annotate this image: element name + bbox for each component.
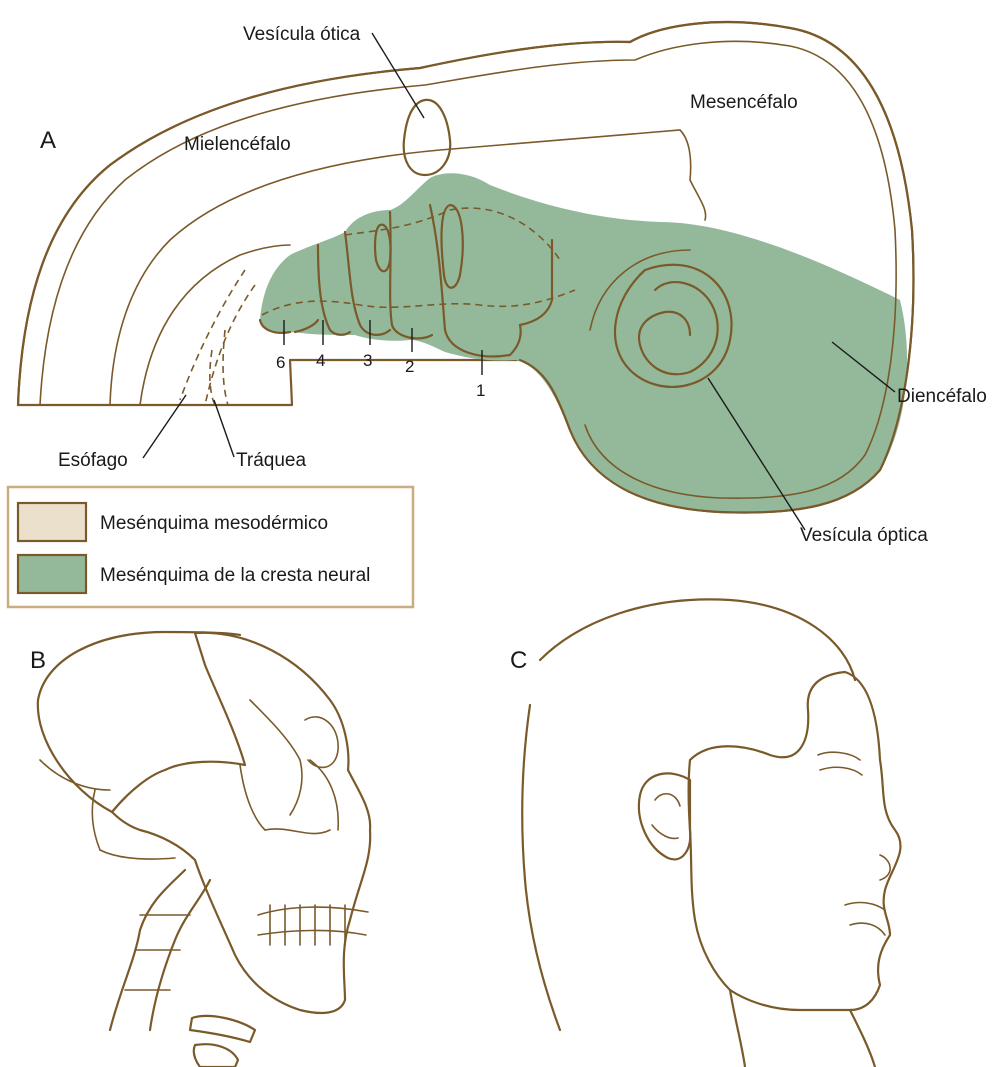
- face-neural-crest-region: [689, 672, 901, 1010]
- label-optic-vesicle: Vesícula óptica: [800, 525, 928, 546]
- legend-swatch-mesodermal: [18, 503, 86, 541]
- label-esophagus: Esófago: [58, 450, 128, 471]
- arch-number: 3: [363, 351, 372, 370]
- legend: Mesénquima mesodérmico Mesénquima de la …: [8, 487, 413, 607]
- arch-number: 4: [316, 351, 325, 370]
- panel-label-c: C: [510, 647, 527, 674]
- label-otic-vesicle: Vesícula ótica: [243, 24, 361, 45]
- otic-vesicle-shape: [404, 100, 451, 175]
- skull-neural-crest-region: [112, 633, 370, 1013]
- legend-label-neural-crest: Mesénquima de la cresta neural: [100, 565, 370, 586]
- panel-label-a: A: [40, 127, 56, 154]
- label-diencephalon: Diencéfalo: [897, 386, 987, 407]
- arch-number: 2: [405, 357, 414, 376]
- panel-b-skull: [38, 632, 370, 1067]
- label-mesencephalon: Mesencéfalo: [690, 92, 798, 113]
- label-myelencephalon: Mielencéfalo: [184, 134, 291, 155]
- panel-c-head: [522, 599, 900, 1067]
- arch-number: 6: [276, 353, 285, 372]
- arch-number: 1: [476, 381, 485, 400]
- panel-label-b: B: [30, 647, 46, 674]
- label-trachea: Tráquea: [236, 450, 306, 471]
- neural-crest-region: [260, 173, 907, 512]
- legend-label-mesodermal: Mesénquima mesodérmico: [100, 513, 328, 534]
- legend-swatch-neural-crest: [18, 555, 86, 593]
